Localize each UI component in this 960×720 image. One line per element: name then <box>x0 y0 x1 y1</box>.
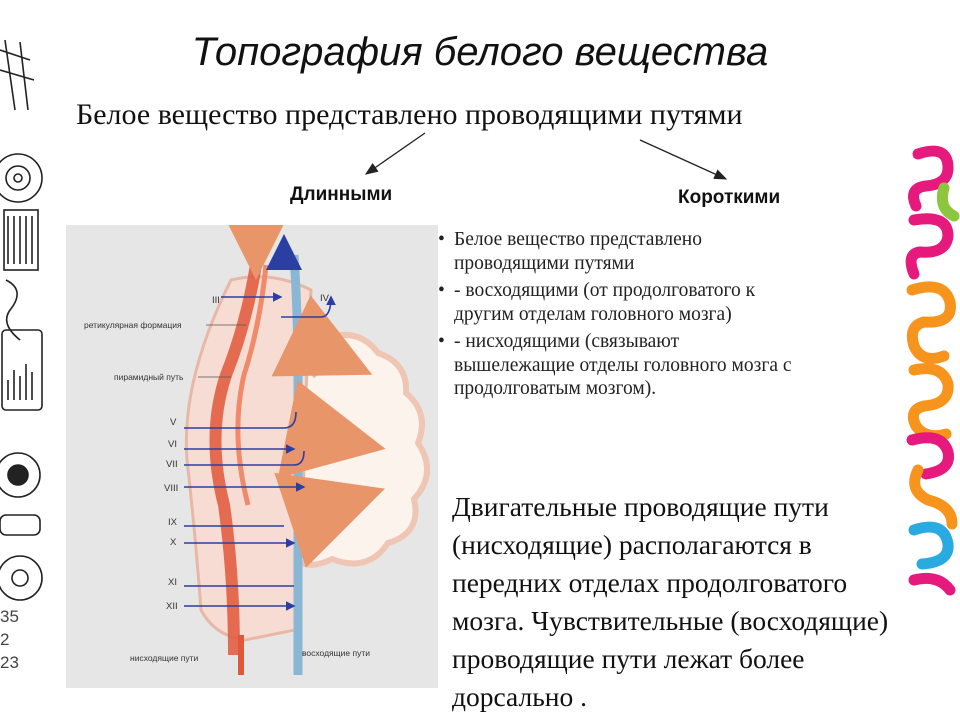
nerve-label: X <box>170 537 177 548</box>
doodle-number: 35 <box>0 607 19 626</box>
doodle-number: 23 <box>0 653 19 672</box>
nerve-label: VIII <box>164 483 178 494</box>
bullet-item: • - нисходящими (связывают вышележащие о… <box>438 331 792 399</box>
doodle-number: 2 <box>0 630 10 649</box>
bullet-item: • - восходящими (от продолговатого к дру… <box>438 280 756 325</box>
label-pyramidal-tract: пирамидный путь <box>114 372 184 382</box>
label-descending-paths: нисходящие пути <box>130 653 199 663</box>
nerve-label: VI <box>168 439 177 450</box>
label-long-paths: Длинными <box>290 184 393 205</box>
nerve-label: V <box>170 417 177 428</box>
nerve-label: III <box>212 295 220 306</box>
slide-title: Топография белого вещества <box>191 30 769 74</box>
left-doodle-decoration <box>0 39 43 601</box>
nerve-label: XII <box>166 601 178 612</box>
intro-text: Белое вещество представлено проводящими … <box>76 98 743 131</box>
label-ascending-paths: восходящие пути <box>302 648 370 658</box>
right-brain-decoration <box>905 145 960 596</box>
diagram-canvas: III IV V VI VII VIII IX X XI XII ретикул… <box>84 220 431 675</box>
brainstem-pathways-diagram: III IV V VI VII VIII IX X XI XII ретикул… <box>66 220 438 688</box>
label-reticular-formation: ретикулярная формация <box>84 320 182 330</box>
bullet-list: •Белое вещество представлено проводящими… <box>438 228 798 405</box>
left-doodle-numbers: 35 2 23 <box>0 605 19 674</box>
nerve-label: IV <box>320 293 330 304</box>
nerve-label: VII <box>166 459 178 470</box>
arrow-to-short <box>639 139 728 180</box>
nerve-label: XI <box>168 577 177 588</box>
arrow-to-long <box>364 132 426 175</box>
nerve-label: IX <box>168 517 178 528</box>
main-paragraph: Двигательные проводящие пути (нисходящие… <box>452 491 889 712</box>
label-short-paths: Короткими <box>678 187 781 208</box>
bullet-item: •Белое вещество представлено проводящими… <box>438 229 702 274</box>
